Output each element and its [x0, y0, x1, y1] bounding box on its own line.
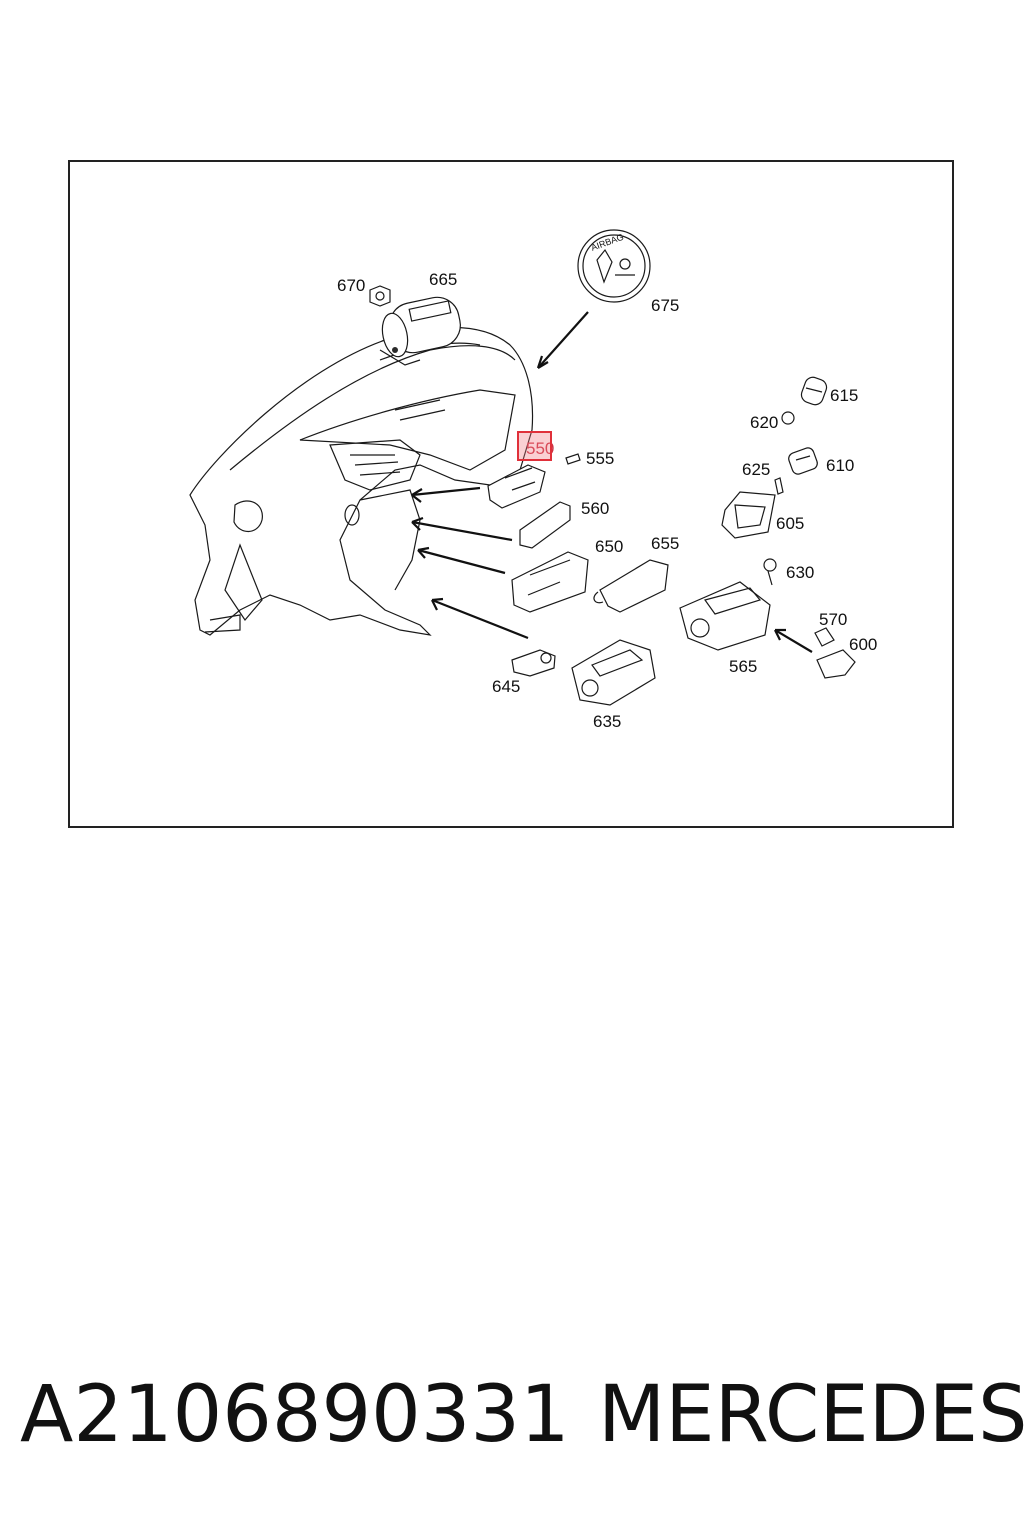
- part-600-insert: [774, 628, 856, 679]
- part-635-housing: [571, 639, 656, 706]
- callout-565: 565: [729, 657, 757, 676]
- part-655-panel: [593, 559, 669, 613]
- part-number: A2106890331: [20, 1370, 570, 1460]
- callout-605: 605: [776, 514, 804, 533]
- brand-name: MERCEDES: [598, 1370, 1024, 1460]
- part-620-bulb: [781, 411, 795, 425]
- callout-610: 610: [826, 456, 854, 475]
- callout-570: 570: [819, 610, 847, 629]
- part-645-lighter: [431, 597, 556, 677]
- callout-555: 555: [586, 449, 614, 468]
- callout-560: 560: [581, 499, 609, 518]
- part-670-nut: [369, 285, 391, 307]
- part-550-bracket: [411, 464, 546, 509]
- part-560-cover: [411, 501, 571, 549]
- callout-675: 675: [651, 296, 679, 315]
- part-625-bulb: [774, 477, 784, 495]
- callout-645: 645: [492, 677, 520, 696]
- callout-625: 625: [742, 460, 770, 479]
- callout-630: 630: [786, 563, 814, 582]
- part-565-ashtray: [679, 581, 771, 651]
- footer: A2106890331 MERCEDES: [0, 1370, 1024, 1470]
- callout-635: 635: [593, 712, 621, 731]
- part-615-switch: [800, 376, 828, 406]
- callout-670: 670: [337, 276, 365, 295]
- callout-650: 650: [595, 537, 623, 556]
- callout-600: 600: [849, 635, 877, 654]
- dashboard-assembly: [189, 326, 534, 636]
- part-555-screw: [565, 453, 581, 465]
- highlighted-part-marker: [517, 431, 552, 461]
- part-570-clip: [814, 627, 835, 647]
- callout-550: 550: [526, 439, 554, 458]
- part-610-lamp: [788, 447, 818, 475]
- callout-655: 655: [651, 534, 679, 553]
- part-605-tray: [721, 491, 776, 539]
- part-630-screw: [763, 558, 777, 586]
- callout-620: 620: [750, 413, 778, 432]
- callout-615: 615: [830, 386, 858, 405]
- part-675-airbag-sticker: AIRBAG: [536, 229, 651, 369]
- part-650-switch-unit: [417, 546, 589, 613]
- callout-665: 665: [429, 270, 457, 289]
- part-665-airbag-unit: [379, 296, 461, 366]
- callout-labels: 670 665 675 615 620 550 555 625 610 560 …: [337, 270, 877, 731]
